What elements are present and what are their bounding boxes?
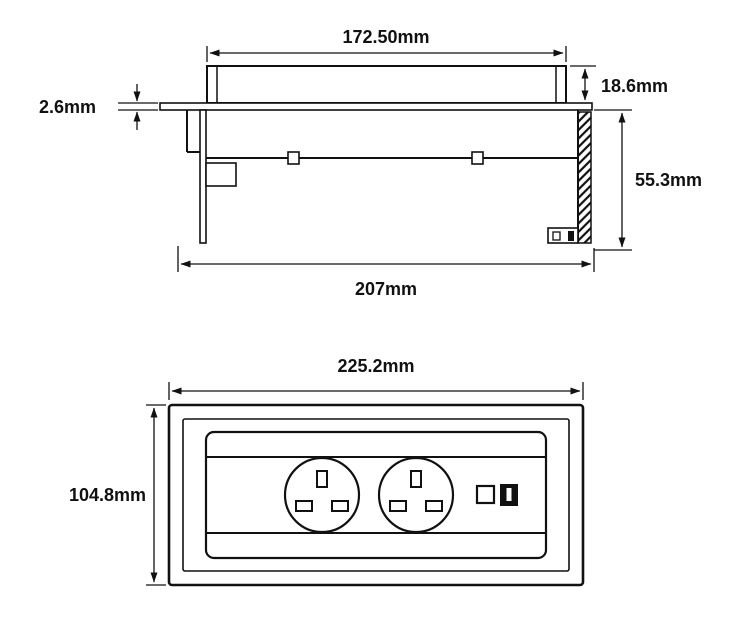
dimension-front-width: 225.2mm (168, 356, 584, 400)
uk-socket-right (377, 456, 455, 534)
clamp-foot-pin (568, 231, 574, 241)
dim-label-front-height: 104.8mm (69, 485, 146, 505)
dimension-front-height: 104.8mm (69, 404, 166, 586)
clip-tab-left (287, 151, 300, 165)
side-view: 172.50mm 18.6mm 2.6mm (39, 27, 702, 299)
dim-label-body-depth: 55.3mm (635, 170, 702, 190)
neutral-pin-hole (331, 500, 349, 512)
body-profile (186, 109, 592, 244)
clamp-hatched-strip (577, 111, 592, 244)
dim-label-plate-thickness: 2.6mm (39, 97, 96, 117)
socket-face (283, 456, 361, 534)
component-box (205, 162, 237, 187)
neutral-pin-hole (425, 500, 443, 512)
dimension-body-depth: 55.3mm (594, 109, 702, 251)
mounting-plate (159, 102, 593, 111)
live-pin-hole (389, 500, 407, 512)
socket-face (377, 456, 455, 534)
dimension-top-width: 172.50mm (206, 27, 567, 62)
support-leg (199, 109, 207, 244)
socket-module-face (204, 430, 548, 560)
earth-pin-hole (316, 470, 328, 488)
dimension-overall-width: 207mm (177, 246, 595, 299)
uk-socket-left (283, 456, 361, 534)
front-view: 225.2mm (69, 356, 585, 587)
accessory-ports (475, 484, 518, 506)
dimension-plate-thickness: 2.6mm (39, 84, 158, 130)
live-pin-hole (295, 500, 313, 512)
dim-label-top-width: 172.50mm (342, 27, 429, 47)
clamp-foot-detail (552, 231, 561, 241)
dim-label-overall-width: 207mm (355, 279, 417, 299)
dim-label-front-width: 225.2mm (337, 356, 414, 376)
earth-pin-hole (410, 470, 422, 488)
cap-profile (206, 65, 567, 104)
dimension-cap-height: 18.6mm (570, 65, 668, 101)
dim-label-cap-height: 18.6mm (601, 76, 668, 96)
cap-body (206, 65, 567, 104)
switch-aperture (475, 484, 496, 505)
usb-port-slot (506, 488, 512, 501)
clip-tab-right (471, 151, 484, 165)
